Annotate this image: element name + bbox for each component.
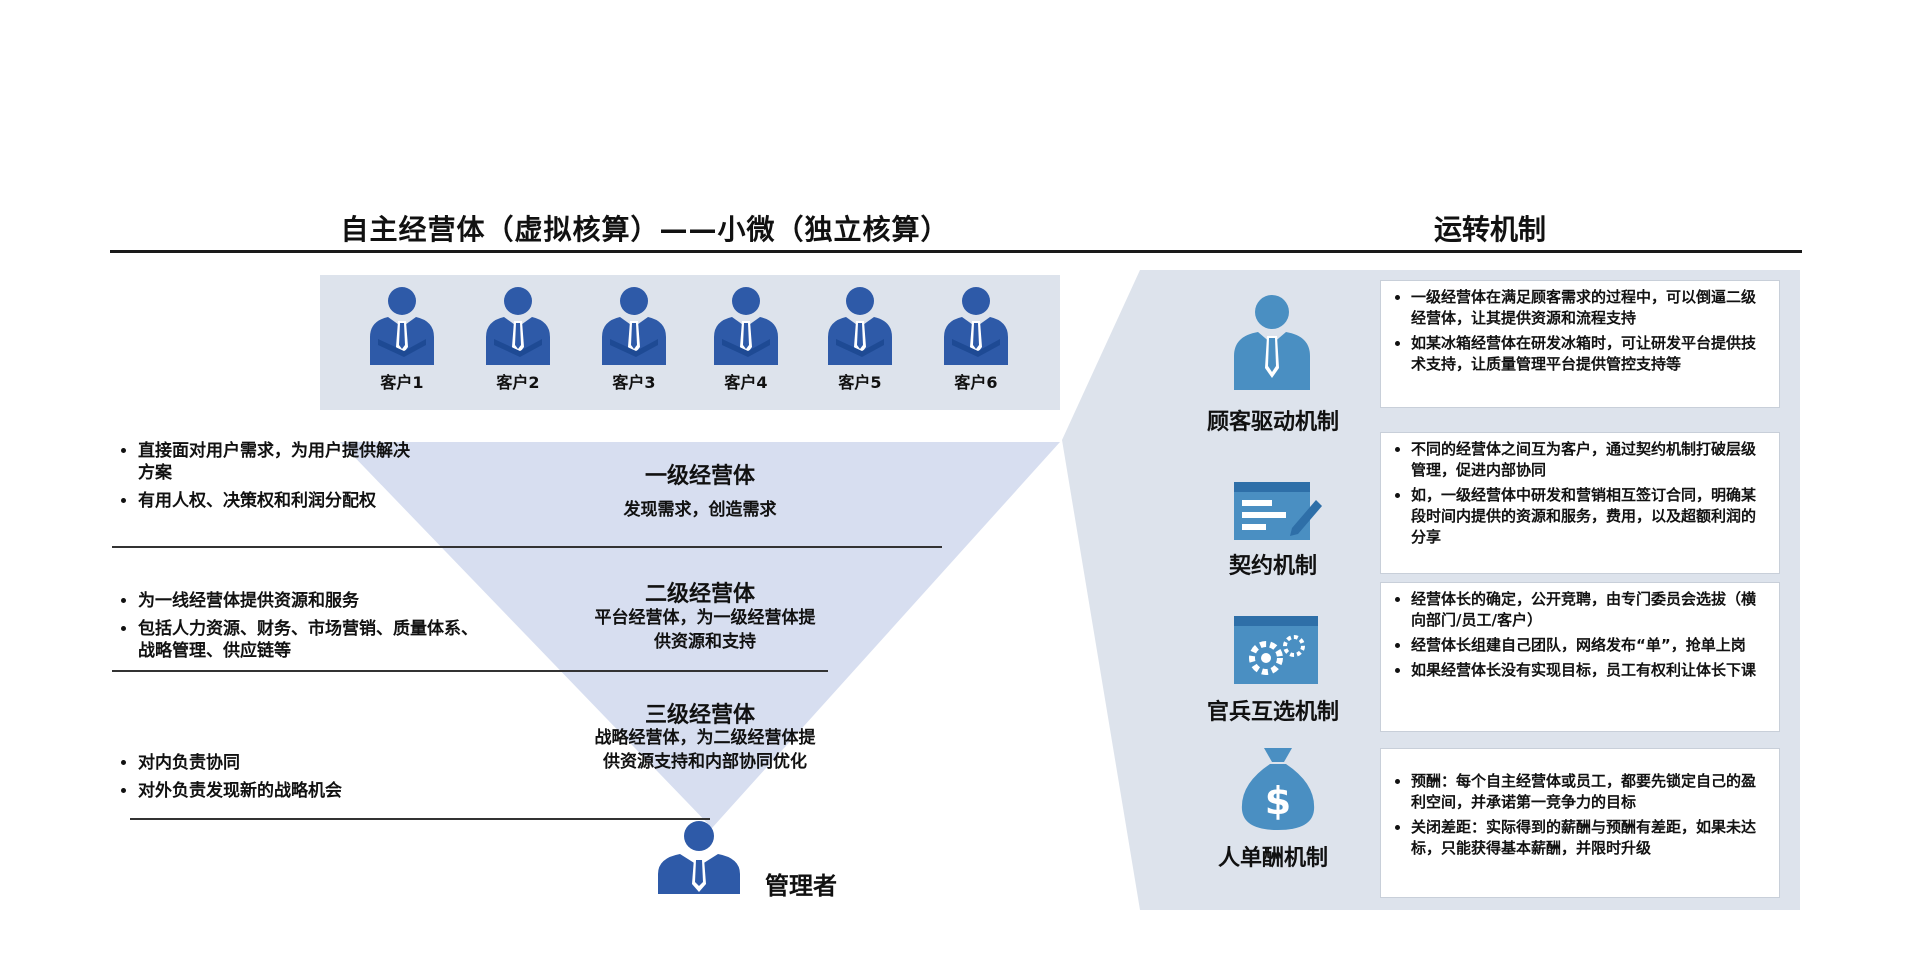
level-1-title: 一级经营体 — [644, 464, 755, 489]
bullet-item: 预酬：每个自主经营体或员工，都要先锁定自己的盈利空间，并承诺第一竞争力的目标 — [1411, 771, 1769, 813]
customer-label: 客户3 — [612, 373, 656, 392]
mechanism-2-name: 契约机制 — [1228, 554, 1317, 579]
customer-6: 客户6 — [926, 283, 1026, 393]
customer-label: 客户6 — [954, 373, 998, 392]
manager-label: 管理者 — [765, 872, 837, 900]
bullet-item: 如某冰箱经营体在研发冰箱时，可让研发平台提供技术支持，让质量管理平台提供管控支持… — [1411, 333, 1769, 375]
person-icon — [944, 287, 1008, 365]
bullet-item: 对内负责协同 — [138, 752, 480, 774]
money-bag-icon: $ — [1241, 748, 1315, 830]
level-3-bullets: 对内负责协同 对外负责发现新的战略机会 — [110, 752, 480, 808]
bullet-item: 如果经营体长没有实现目标，员工有权利让体长下课 — [1411, 660, 1769, 681]
bullet-item: 一级经营体在满足顾客需求的过程中，可以倒逼二级经营体，让其提供资源和流程支持 — [1411, 287, 1769, 329]
person-icon — [714, 287, 778, 365]
mechanism-3-box: 经营体长的确定，公开竞聘，由专门委员会选拔（横向部门/员工/客户） 经营体长组建… — [1380, 582, 1780, 732]
customers-panel: 客户1 客户2 客户3 客户4 — [320, 275, 1060, 410]
person-icon — [370, 287, 434, 365]
bullet-item: 经营体长的确定，公开竞聘，由专门委员会选拔（横向部门/员工/客户） — [1411, 589, 1769, 631]
level-2-desc: 平台经营体，为一级经营体提供资源和支持 — [594, 608, 816, 652]
left-section-title: 自主经营体（虚拟核算）——小微（独立核算） — [340, 213, 950, 246]
mechanism-1-box: 一级经营体在满足顾客需求的过程中，可以倒逼二级经营体，让其提供资源和流程支持 如… — [1380, 280, 1780, 408]
header-divider — [110, 250, 1802, 253]
mechanism-4-box: 预酬：每个自主经营体或员工，都要先锁定自己的盈利空间，并承诺第一竞争力的目标 关… — [1380, 748, 1780, 898]
mechanism-1-name: 顾客驱动机制 — [1206, 410, 1339, 435]
person-icon — [828, 287, 892, 365]
customer-label: 客户4 — [724, 373, 768, 392]
mechanism-4-name: 人单酬机制 — [1217, 846, 1328, 871]
level-1-bullets: 直接面对用户需求，为用户提供解决方案 有用人权、决策权和利润分配权 — [110, 440, 410, 518]
bullet-item: 有用人权、决策权和利润分配权 — [138, 490, 410, 512]
bullet-item: 不同的经营体之间互为客户，通过契约机制打破层级管理，促进内部协同 — [1411, 439, 1769, 481]
bullet-item: 为一线经营体提供资源和服务 — [138, 590, 480, 612]
customer-2: 客户2 — [468, 283, 568, 393]
bullet-item: 直接面对用户需求，为用户提供解决方案 — [138, 440, 410, 484]
level-3-title: 三级经营体 — [644, 703, 755, 728]
bullet-item: 包括人力资源、财务、市场营销、质量体系、战略管理、供应链等 — [138, 618, 480, 662]
customer-1: 客户1 — [352, 283, 452, 393]
level-1-desc: 发现需求，创造需求 — [623, 500, 777, 520]
bullet-item: 经营体长组建自己团队，网络发布“单”，抢单上岗 — [1411, 635, 1769, 656]
customer-4: 客户4 — [696, 283, 796, 393]
customer-label: 客户1 — [380, 373, 424, 392]
divider-line — [112, 670, 828, 672]
customer-label: 客户2 — [496, 373, 540, 392]
level-2-title: 二级经营体 — [644, 582, 755, 607]
level-2-bullets: 为一线经营体提供资源和服务 包括人力资源、财务、市场营销、质量体系、战略管理、供… — [110, 590, 480, 668]
manager-icon — [658, 821, 740, 894]
divider-line — [130, 818, 710, 820]
customer-3: 客户3 — [584, 283, 684, 393]
divider-line — [112, 546, 942, 548]
bullet-item: 关闭差距：实际得到的薪酬与预酬有差距，如果未达标，只能获得基本薪酬，并限时升级 — [1411, 817, 1769, 859]
contract-icon — [1234, 482, 1322, 540]
mechanism-3-name: 官兵互选机制 — [1206, 700, 1339, 725]
customer-icon — [1234, 295, 1310, 390]
settings-window-icon — [1234, 616, 1318, 684]
person-icon — [602, 287, 666, 365]
bullet-item: 如，一级经营体中研发和营销相互签订合同，明确某段时间内提供的资源和服务，费用，以… — [1411, 485, 1769, 548]
bullet-item: 对外负责发现新的战略机会 — [138, 780, 480, 802]
svg-text:$: $ — [1265, 779, 1291, 823]
customer-5: 客户5 — [810, 283, 910, 393]
customer-label: 客户5 — [838, 373, 882, 392]
person-icon — [486, 287, 550, 365]
level-3-desc: 战略经营体，为二级经营体提供资源支持和内部协同优化 — [594, 728, 816, 772]
right-section-title: 运转机制 — [1433, 213, 1546, 246]
mechanism-2-box: 不同的经营体之间互为客户，通过契约机制打破层级管理，促进内部协同 如，一级经营体… — [1380, 432, 1780, 574]
